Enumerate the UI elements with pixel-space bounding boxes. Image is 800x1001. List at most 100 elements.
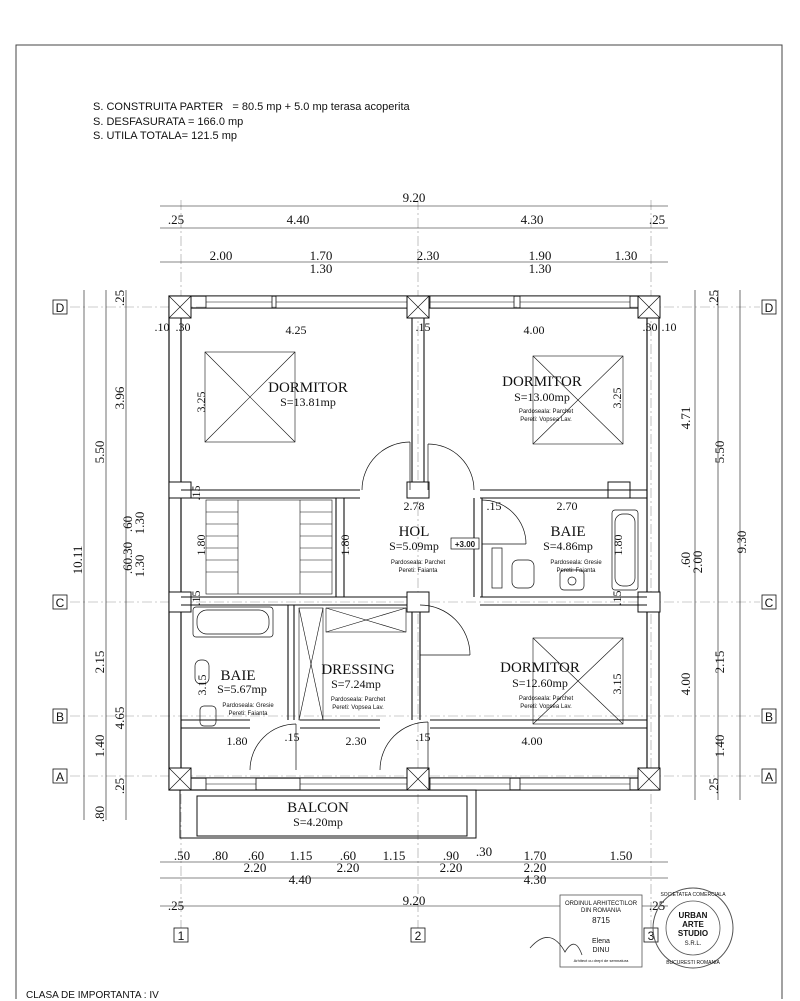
stamp-text: BUCURESTI ROMANIA	[666, 960, 720, 966]
level-tag: +3.00	[455, 540, 476, 549]
room-area: S=12.60mp	[512, 676, 568, 690]
dim-text: 1.30	[615, 248, 638, 263]
room-name: HOL	[399, 524, 430, 540]
dim-text: .60	[120, 516, 135, 532]
dim-text: .60	[120, 558, 135, 574]
dim-text: 2.30	[346, 734, 367, 748]
room-area: S=13.00mp	[514, 390, 570, 404]
dim-text: .25	[112, 778, 127, 794]
dim-text: 4.65	[112, 707, 127, 730]
stamp-text: 8715	[592, 916, 610, 925]
stamp-text: DINU	[592, 947, 609, 954]
room-area: S=7.24mp	[331, 677, 381, 691]
dim-text: .15	[416, 320, 431, 334]
room-floor: Pardoseala: Gresie	[222, 703, 274, 709]
room-name: BAIE	[551, 524, 586, 540]
dim-text: .80	[92, 806, 107, 822]
axis-label-row: D	[765, 301, 774, 315]
top-dimensions: 9.20 .25 4.40 4.30 .25 2.00 1.70 1.30 2.…	[168, 190, 665, 276]
interior-vertical-dimensions: 3.25 3.25 1.80 1.80 1.80 .15 3.15 3.15 .…	[189, 388, 625, 696]
interior-dimensions: 4.25 .15 4.00 .10 .30 .30 .10 2.78 .15 2…	[155, 320, 677, 748]
dim-text: .25	[706, 778, 721, 794]
dim-text: 4.30	[524, 872, 547, 887]
wardrobes	[204, 351, 624, 725]
dim-text: 2.15	[92, 651, 107, 674]
dim-text: 4.30	[521, 212, 544, 227]
dim-text: .60	[678, 552, 693, 568]
left-dimensions: 10.11 5.50 2.15 1.40 3.96 4.65 .25 1.30 …	[70, 290, 147, 822]
room-walls: Pereti: Vopsea Lav.	[332, 705, 384, 711]
room-area: S=4.86mp	[543, 539, 593, 553]
architect-stamp: ORDINUL ARHITECTILOR DIN ROMANIA 8715 El…	[529, 894, 643, 968]
dim-text: 3.96	[112, 386, 127, 409]
interior-walls	[181, 318, 647, 729]
dim-text: 3.15	[610, 674, 624, 695]
dim-text: 1.80	[338, 535, 352, 556]
dim-text: .30	[476, 844, 492, 859]
axis-label-row: A	[56, 770, 64, 784]
room-walls: Pereti: Vopsea Lav.	[520, 417, 572, 423]
header-line-2: S. DESFASURATA = 166.0 mp	[93, 116, 244, 128]
dim-text: 2.20	[337, 860, 360, 875]
dim-text: 5.50	[92, 441, 107, 464]
dim-text: 5.50	[712, 441, 727, 464]
dim-text: 4.40	[289, 872, 312, 887]
axis-markers	[52, 299, 777, 943]
dim-text: .50	[174, 848, 190, 863]
balcony	[179, 789, 477, 839]
dim-text: 10.11	[70, 546, 85, 575]
dim-text: .10	[662, 320, 677, 334]
dim-text: 1.30	[132, 512, 147, 535]
dim-text: .15	[189, 486, 203, 501]
room-walls: Pereti: Faianta	[556, 568, 596, 574]
room-area: S=13.81mp	[280, 395, 336, 409]
dim-text: .15	[416, 730, 431, 744]
room-area: S=5.09mp	[389, 539, 439, 553]
room-walls: Pereti: Faianta	[398, 568, 438, 574]
company-stamp: URBAN ARTE STUDIO S.R.L. SOCIETATEA COME…	[652, 887, 734, 969]
dim-text: 1.80	[194, 535, 208, 556]
axis-label-col: 3	[648, 929, 655, 943]
dim-text: 9.30	[734, 531, 749, 554]
dim-text: 3.15	[195, 675, 209, 696]
dim-text: 1.80	[227, 734, 248, 748]
dim-text: 4.00	[678, 673, 693, 696]
stamp-text: SOCIETATEA COMERCIALA	[660, 892, 726, 898]
room-name: BAIE	[221, 668, 256, 684]
axis-label-row: A	[765, 770, 773, 784]
dim-text: 2.15	[712, 651, 727, 674]
stamp-text: ARTE	[682, 920, 704, 929]
dimension-lines	[83, 205, 741, 907]
dim-text: .60	[248, 848, 264, 863]
stamp-text: URBAN	[679, 911, 708, 920]
room-name: DORMITOR	[502, 374, 582, 390]
doors	[249, 441, 527, 771]
bottom-dimensions: .50 .80 .60 1.15 .60 1.15 .90 .30 1.70 1…	[168, 844, 665, 913]
dim-text: 1.40	[92, 735, 107, 758]
dim-text: .15	[487, 499, 502, 513]
column-hatch	[168, 295, 661, 791]
level-tag-box	[450, 537, 480, 550]
dim-text: .25	[112, 290, 127, 306]
dim-text: .30	[120, 542, 135, 558]
dim-text: .80	[212, 848, 228, 863]
dim-text: 2.70	[557, 499, 578, 513]
dim-text: 1.30	[310, 261, 333, 276]
stamp-text: S.R.L.	[685, 941, 702, 947]
dim-text: .15	[189, 591, 203, 606]
dim-text: .25	[649, 898, 665, 913]
dim-text: 1.30	[132, 555, 147, 578]
dim-text: 2.20	[440, 860, 463, 875]
dim-text: .30	[643, 320, 658, 334]
header-line-3: S. UTILA TOTALA= 121.5 mp	[93, 130, 237, 142]
room-floor: Pardoseala: Parchet	[519, 696, 574, 702]
importance-class: CLASA DE IMPORTANTA : IV	[26, 990, 159, 1001]
room-area: S=4.20mp	[293, 815, 343, 829]
dim-text: 2.00	[210, 248, 233, 263]
dim-text: 1.70	[310, 248, 333, 263]
dim-text: .25	[168, 898, 184, 913]
stamp-text: Arhitect cu drept de semnatura	[574, 958, 629, 963]
dim-text: .25	[649, 212, 665, 227]
dim-text: 2.00	[690, 551, 705, 574]
dim-text: 3.25	[610, 388, 624, 409]
